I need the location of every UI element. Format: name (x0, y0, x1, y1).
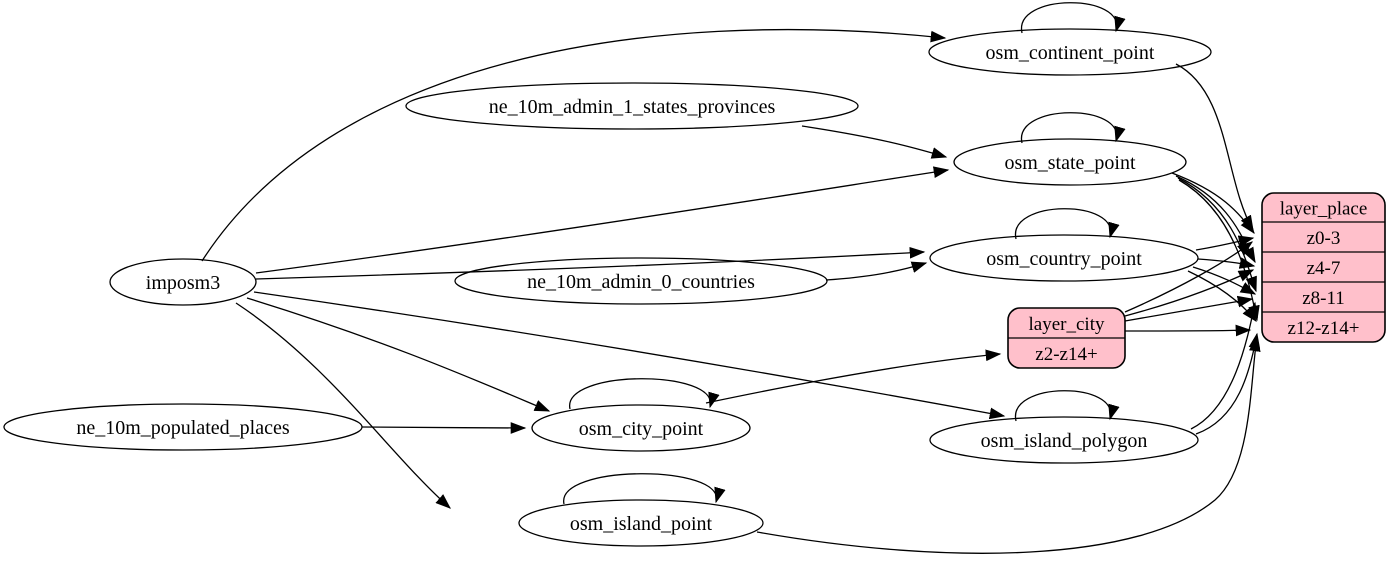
node-label-ne_10m_populated_places: ne_10m_populated_places (76, 417, 289, 439)
record-layer_place-row-z12-z14+: z12-z14+ (1288, 318, 1360, 339)
labels-layer: imposm3 ne_10m_admin_1_states_provincesne… (76, 42, 1367, 535)
edge-imposm3-to-osm_country_point (255, 246, 926, 280)
node-imposm3 (109, 258, 257, 306)
edge-osm_city_point-to-layer_city:z2-z14+ (705, 349, 1002, 404)
node-label-osm_continent_point: osm_continent_point (986, 42, 1155, 64)
node-osm_island_polygon (929, 416, 1199, 464)
node-label-imposm3: imposm3 (146, 272, 220, 294)
node-osm_continent_point (928, 28, 1212, 76)
self-loop-osm_city_point (569, 378, 720, 410)
node-ne_10m_admin_1_states_provinces (405, 82, 859, 130)
node-osm_state_point (953, 138, 1187, 186)
edge-osm_country_point-to-layer_place:z8-11 (1192, 266, 1257, 295)
edge-ne_10m_admin_1_states_provinces-to-osm_state_point (801, 125, 948, 159)
record-layer_place-row-z0-3: z0-3 (1307, 228, 1341, 249)
edge-osm_continent_point-to-layer_place:z0-3 (1175, 63, 1254, 232)
edge-imposm3-to-osm_island_polygon (253, 291, 1006, 420)
edge-layer_city-to-layer_place:z0-3 (1124, 241, 1254, 313)
edge-osm_country_point-to-layer_place:z0-3 (1195, 235, 1255, 251)
node-label-osm_city_point: osm_city_point (579, 418, 704, 440)
node-label-osm_island_point: osm_island_point (570, 513, 713, 535)
edge-imposm3-to-osm_city_point (246, 297, 551, 412)
node-osm_city_point (531, 404, 751, 452)
self-loop-osm_country_point (1015, 208, 1120, 240)
record-layer_place-row-z8-11: z8-11 (1302, 288, 1345, 309)
edge-layer_city-to-layer_place:z8-11 (1124, 295, 1254, 322)
self-loop-osm_island_polygon (1015, 390, 1120, 422)
record-layer_place-row-z4-7: z4-7 (1307, 258, 1341, 279)
edges-layer (201, 2, 1261, 554)
edge-imposm3-to-osm_continent_point (201, 28, 947, 262)
record-box-layer_place (1261, 192, 1386, 343)
self-loop-osm_state_point (1021, 112, 1126, 144)
edge-layer_city-to-layer_place:z4-7 (1124, 269, 1255, 317)
self-loop-osm_continent_point (1021, 2, 1126, 34)
record-layer_city-row-z2-z14+: z2-z14+ (1035, 344, 1097, 365)
record-title-layer_city: layer_city (1029, 314, 1105, 335)
edge-imposm3-to-osm_state_point (255, 166, 950, 274)
node-label-osm_country_point: osm_country_point (986, 248, 1142, 270)
node-shapes-layer (3, 28, 1386, 547)
edge-osm_state_point-to-layer_place:z0-3 (1171, 172, 1255, 235)
edge-ne_10m_populated_places-to-osm_city_point (361, 422, 527, 434)
self-loop-osm_island_point (563, 473, 726, 505)
edge-osm_island_point-to-layer_place:z12-z14+ (756, 335, 1261, 554)
node-label-osm_state_point: osm_state_point (1004, 152, 1136, 174)
edge-osm_island_polygon-to-layer_place:z8-11 (1190, 301, 1258, 430)
edge-layer_city-to-layer_place:z12-z14+ (1124, 324, 1252, 337)
edge-ne_10m_admin_0_countries-to-osm_country_point (825, 261, 928, 281)
edge-imposm3-to-osm_island_point (235, 302, 451, 509)
edge-osm_country_point-to-layer_place:z12-z14+ (1187, 270, 1257, 323)
node-label-ne_10m_admin_1_states_provinces: ne_10m_admin_1_states_provinces (489, 96, 776, 118)
node-label-osm_island_polygon: osm_island_polygon (981, 430, 1148, 452)
record-layer_place (1261, 192, 1386, 343)
record-title-layer_place: layer_place (1280, 199, 1368, 220)
node-osm_island_point (518, 499, 764, 547)
record-layer_city (1007, 307, 1126, 369)
node-osm_country_point (929, 234, 1199, 282)
edge-osm_country_point-to-layer_place:z4-7 (1197, 257, 1256, 269)
node-label-ne_10m_admin_0_countries: ne_10m_admin_0_countries (527, 271, 755, 293)
